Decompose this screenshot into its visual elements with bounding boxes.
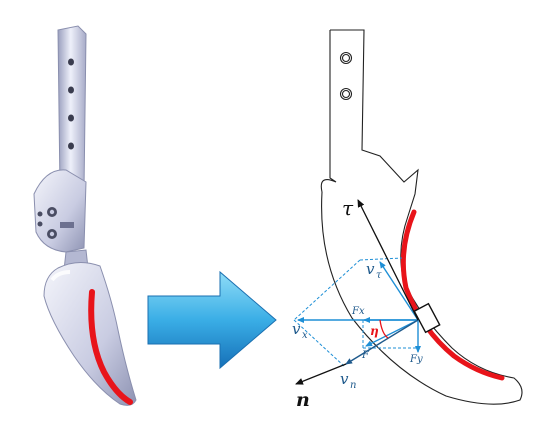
v-n-subscript: n: [350, 380, 356, 391]
tau-axis: [357, 199, 419, 321]
v-n-label: v: [340, 370, 349, 388]
fx-label: Fx: [351, 306, 365, 317]
eta-label: η: [370, 324, 379, 338]
transition-arrow-icon: [147, 270, 277, 370]
v-x-subscript: x: [302, 330, 308, 341]
v-tau-subscript: τ: [376, 270, 382, 281]
vn-vector: [345, 319, 419, 365]
f-label: F: [361, 350, 370, 361]
fy-label: Fy: [409, 354, 423, 365]
red-edge-3d: [88, 289, 133, 405]
mounting-holes: [68, 58, 74, 150]
subsoiler-3d-render: [33, 25, 137, 406]
bolts: [37, 207, 74, 239]
tau-label: τ: [342, 196, 354, 220]
v-tau-label: v: [366, 260, 375, 278]
bracket-plate: [33, 169, 87, 253]
eta-arc: [379, 319, 389, 339]
v-x-label: v: [292, 320, 301, 338]
n-label: n: [296, 389, 310, 411]
soil-element-box: [413, 302, 441, 334]
vector-arrows: [297, 261, 421, 353]
n-axis: [295, 363, 347, 385]
dashed-guides: [293, 257, 419, 367]
